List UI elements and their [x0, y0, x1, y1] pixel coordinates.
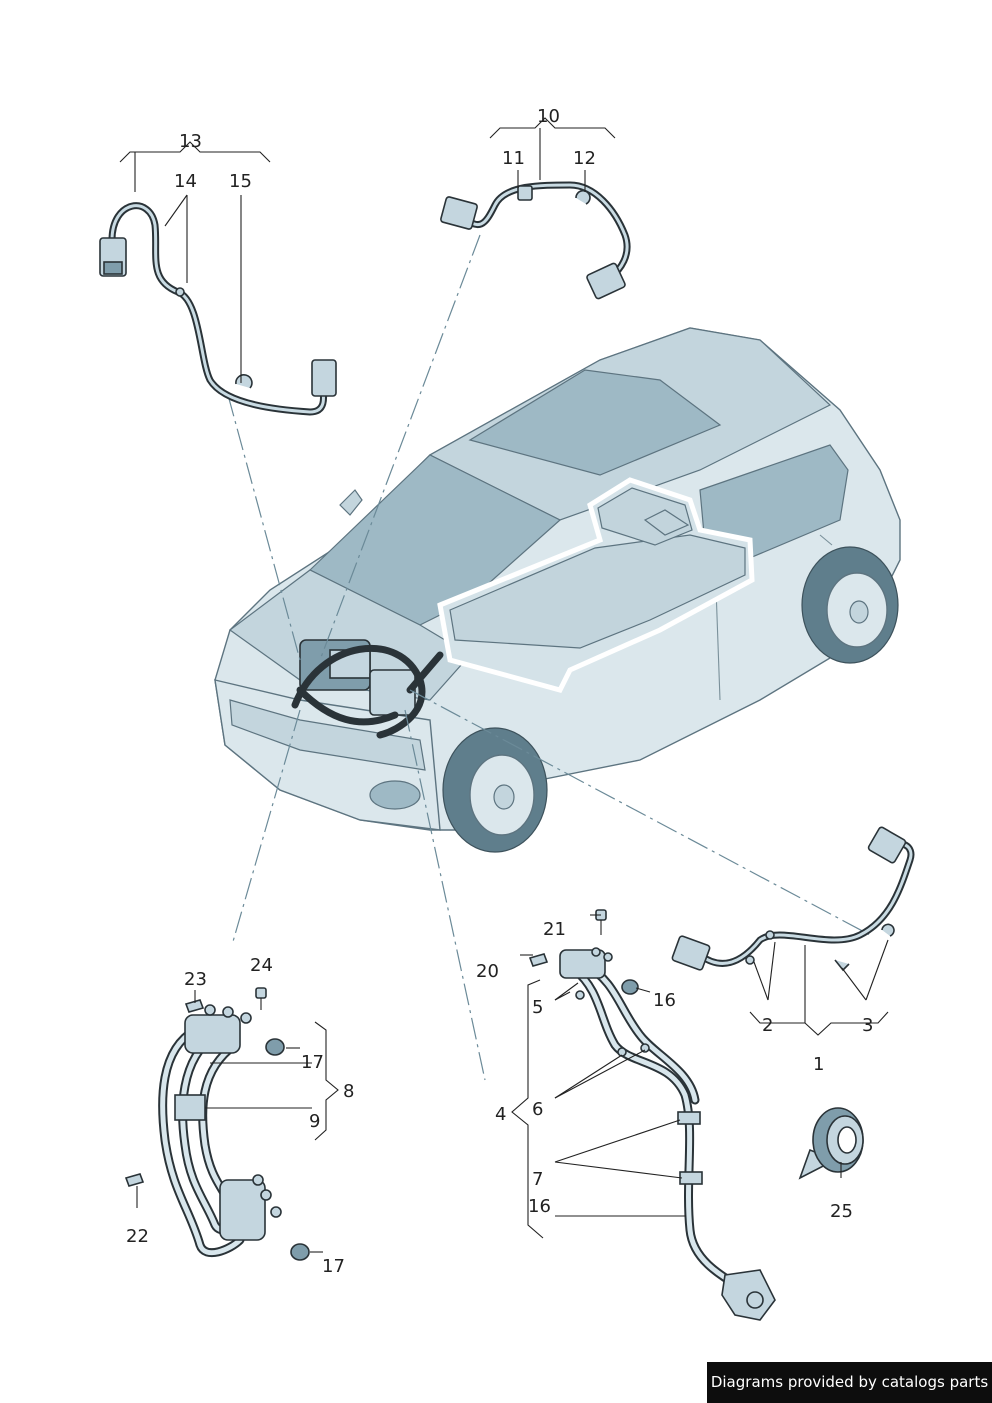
callout-2: 2: [762, 1015, 773, 1036]
harness-13: [99, 202, 337, 416]
callout-20: 20: [476, 961, 499, 982]
leader-lines: [119, 117, 889, 1253]
callout-25: 25: [830, 1201, 853, 1222]
tape-roll-25: [798, 1107, 864, 1180]
callout-22: 22: [126, 1226, 149, 1247]
callout-4: 4: [495, 1104, 506, 1125]
callout-7: 7: [532, 1169, 543, 1190]
engine-bay-electronics: [291, 639, 444, 739]
callout-21: 21: [543, 919, 566, 940]
callout-14: 14: [174, 171, 197, 192]
credit-banner: Diagrams provided by catalogs parts: [707, 1362, 992, 1403]
callout-17-top: 17: [301, 1052, 324, 1073]
harness-1: [671, 826, 915, 972]
callout-3: 3: [862, 1015, 873, 1036]
callout-1: 1: [813, 1054, 824, 1075]
callout-16-plug: 16: [653, 990, 676, 1011]
callout-17-bottom: 17: [322, 1256, 345, 1277]
callout-9: 9: [309, 1111, 320, 1132]
callout-10: 10: [537, 106, 560, 127]
locator-lines: [227, 234, 871, 1081]
hose-set-8: [124, 987, 310, 1261]
callout-24: 24: [250, 955, 273, 976]
callout-13: 13: [179, 131, 202, 152]
callout-5: 5: [532, 997, 543, 1018]
callout-12: 12: [573, 148, 596, 169]
callout-11: 11: [502, 148, 525, 169]
callout-6: 6: [532, 1099, 543, 1120]
hose-4: [528, 909, 776, 1321]
callout-labels: 13 14 15 10 11 12 1 2 3 21 20 16 5 4 6 7…: [126, 106, 873, 1277]
callout-8: 8: [343, 1081, 354, 1102]
callout-15: 15: [229, 171, 252, 192]
callout-23: 23: [184, 969, 207, 990]
callout-16-hose: 16: [528, 1196, 551, 1217]
vehicle-illustration: [214, 327, 901, 853]
harness-10: [440, 181, 631, 300]
